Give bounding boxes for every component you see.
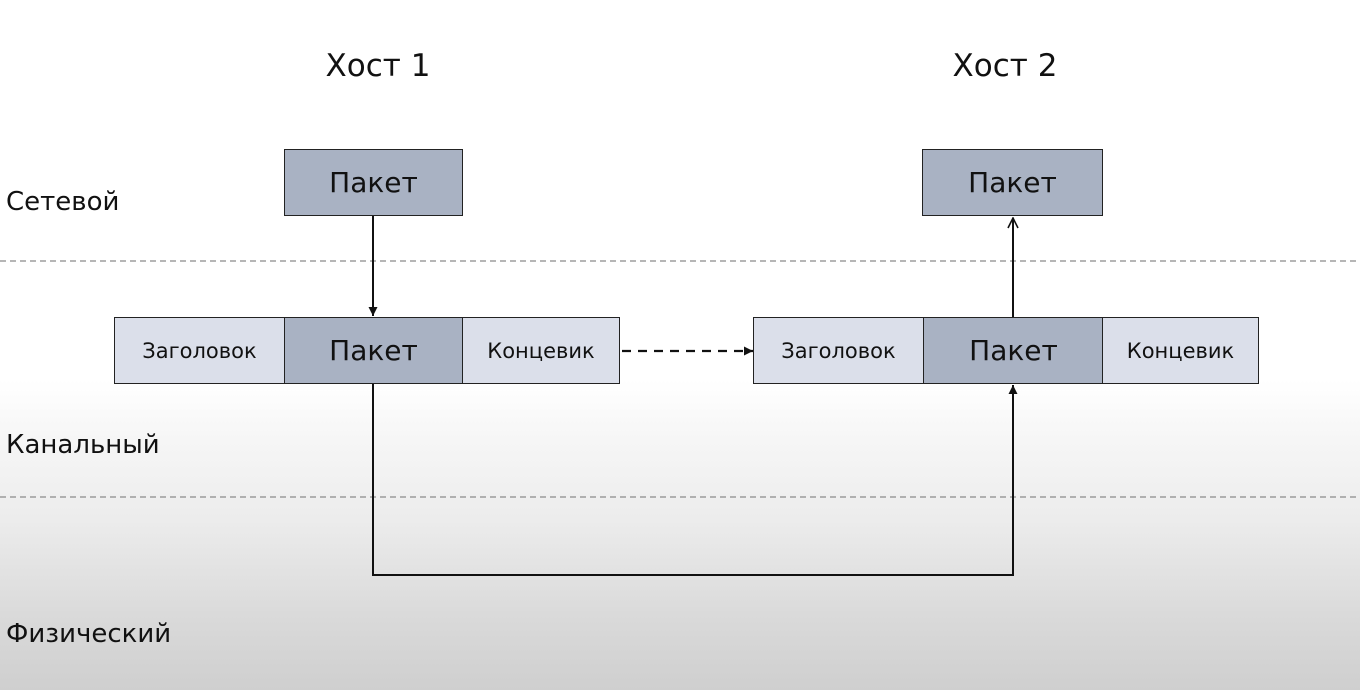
host-1-network-packet: Пакет bbox=[284, 149, 463, 216]
host-1-frame-header: Заголовок bbox=[114, 317, 285, 384]
host-2-frame-packet: Пакет bbox=[923, 317, 1104, 384]
layer-label-link: Канальный bbox=[6, 430, 160, 460]
host-2-frame-header: Заголовок bbox=[753, 317, 924, 384]
host-1-title: Хост 1 bbox=[325, 48, 431, 84]
host-2-network-packet: Пакет bbox=[922, 149, 1103, 216]
arrow-physical-path bbox=[372, 384, 1018, 576]
layer-label-network: Сетевой bbox=[6, 187, 120, 217]
host-2-frame-trailer: Концевик bbox=[1102, 317, 1259, 384]
layer-label-physical: Физический bbox=[6, 619, 172, 649]
host-1-frame: Заголовок Пакет Концевик bbox=[114, 317, 620, 384]
host-2-frame: Заголовок Пакет Концевик bbox=[753, 317, 1259, 384]
host-2-title: Хост 2 bbox=[952, 48, 1058, 84]
host-1-frame-packet: Пакет bbox=[284, 317, 463, 384]
host-1-frame-trailer: Концевик bbox=[462, 317, 620, 384]
